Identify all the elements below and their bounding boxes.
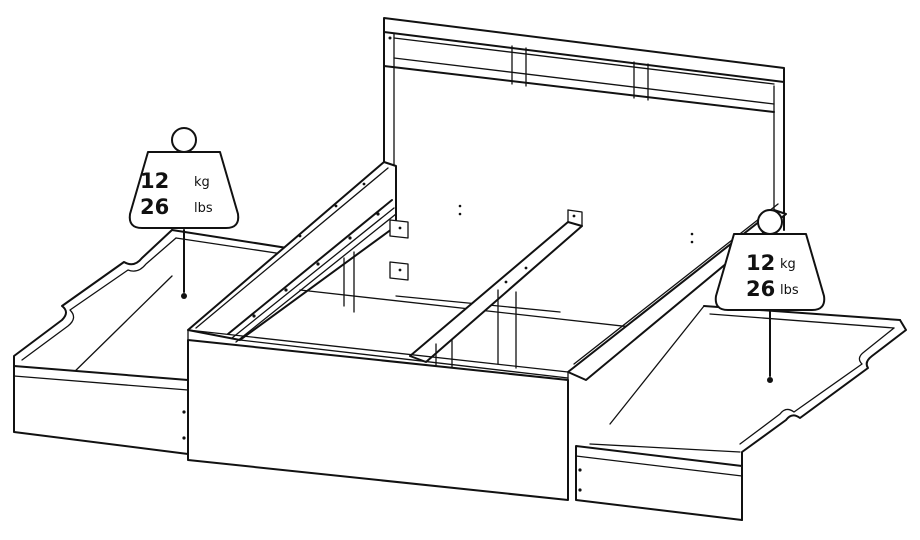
rail-screws xyxy=(252,182,380,318)
weight-lbs-unit: lbs xyxy=(780,283,799,298)
weight-kg-value: 12 xyxy=(140,169,169,193)
weight-kg-value: 12 xyxy=(746,251,775,275)
weight-kg-unit: kg xyxy=(780,257,796,272)
brackets xyxy=(389,219,409,281)
weight-lbs-value: 26 xyxy=(140,195,169,219)
weight-lbs-value: 26 xyxy=(746,277,775,301)
weight-badge-right: 12 kg 26 lbs xyxy=(714,209,826,383)
weight-kg-unit: kg xyxy=(194,175,210,190)
left-drawer xyxy=(13,229,301,455)
right-drawer xyxy=(575,305,907,521)
weight-icon xyxy=(714,233,826,311)
weight-lbs-unit: lbs xyxy=(194,201,213,216)
headboard xyxy=(383,17,785,244)
weight-icon xyxy=(128,151,240,229)
weight-badge-left: 12 kg 26 lbs xyxy=(128,127,240,299)
